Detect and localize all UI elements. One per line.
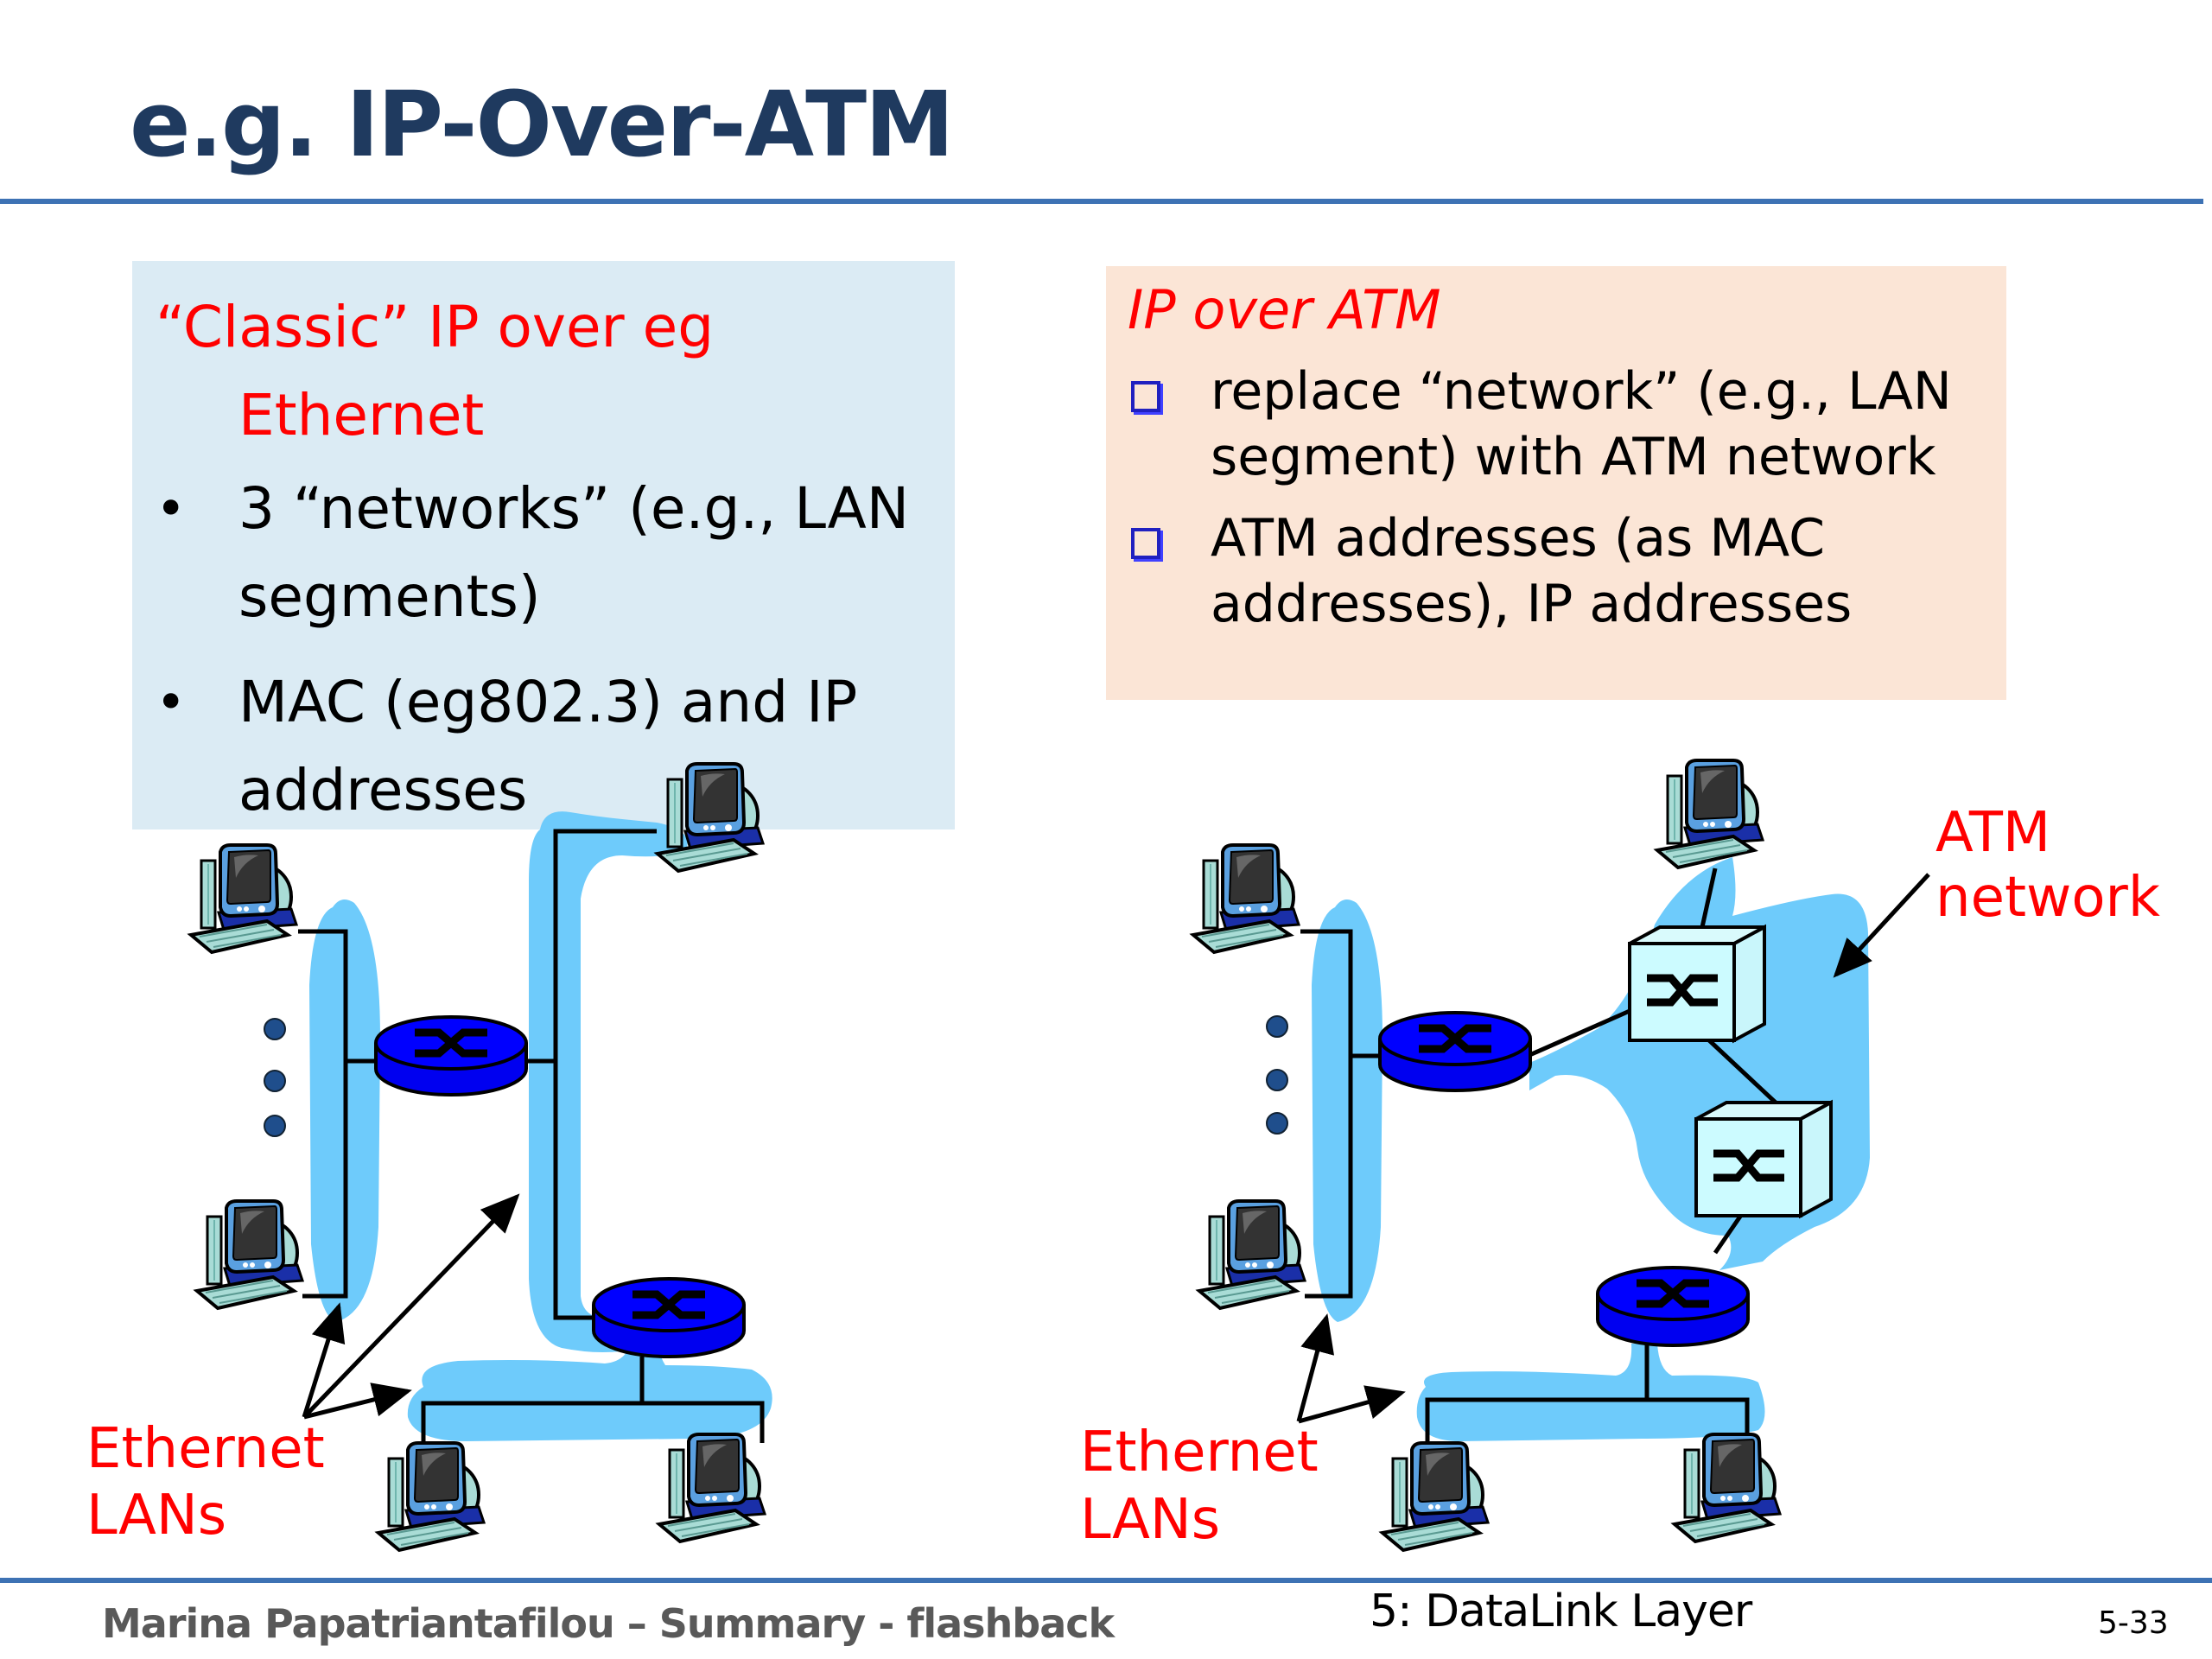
lan-segment-highlight	[407, 1335, 772, 1441]
ip-over-atm-bullets: replace “network” (e.g., LAN segment) wi…	[1128, 359, 2023, 652]
bullet-item: ATM addresses (as MAC addresses), IP add…	[1128, 505, 2023, 637]
bullet-item: replace “network” (e.g., LAN segment) wi…	[1128, 359, 2023, 490]
heading-line: Ethernet	[238, 382, 485, 448]
host-computer-icon	[1198, 1199, 1306, 1310]
bullet-item: • MAC (eg802.3) and IP addresses	[156, 658, 947, 835]
router-icon	[594, 1279, 744, 1357]
bullet-text: MAC (eg802.3) and IP addresses	[238, 669, 858, 823]
classic-ip-bullets: • 3 “networks” (e.g., LAN segments) • MA…	[156, 465, 947, 852]
page-number: 5-33	[2098, 1605, 2169, 1641]
lan-wire	[1425, 1397, 1750, 1452]
bullet-dot-icon: •	[156, 672, 187, 733]
host-computer-icon	[1192, 843, 1300, 954]
host-computer-icon	[1673, 1433, 1782, 1543]
pointer-arrow	[1298, 1385, 1406, 1424]
footer-divider	[0, 1578, 2212, 1583]
bullet-text: replace “network” (e.g., LAN segment) wi…	[1211, 361, 1952, 487]
ethernet-lans-label: Ethernet	[86, 1417, 325, 1481]
router-icon	[376, 1017, 526, 1095]
host-computer-icon	[1381, 1441, 1490, 1552]
atm-network-label: ATM	[1936, 801, 2050, 865]
ip-over-atm-heading: IP over ATM	[1128, 278, 1441, 341]
host-computer-icon	[189, 843, 298, 954]
more-hosts-dot	[1266, 1112, 1288, 1135]
classic-ip-box	[132, 261, 955, 830]
bullet-text: ATM addresses (as MAC addresses), IP add…	[1211, 508, 1853, 634]
pointer-arrow	[1296, 1313, 1335, 1422]
host-computer-icon	[377, 1441, 486, 1552]
atm-switch-icon	[1696, 1103, 1831, 1216]
lan-segment-highlight	[1416, 1344, 1765, 1441]
host-computer-icon	[658, 1433, 766, 1543]
more-hosts-dot	[264, 1070, 286, 1092]
pointer-arrow	[1833, 873, 1930, 978]
classic-ip-heading: “Classic” IP over eg Ethernet	[156, 283, 714, 460]
atm-switch-icon	[1630, 927, 1764, 1040]
lan-wire	[553, 829, 657, 1320]
host-computer-icon	[1656, 759, 1764, 869]
footer-author: Marina Papatriantafilou – Summary - flas…	[102, 1600, 1115, 1647]
pointer-arrow	[302, 1302, 346, 1418]
lan-wire	[421, 1401, 765, 1452]
title-divider	[0, 199, 2203, 204]
square-bullet-icon	[1131, 528, 1160, 559]
slide-title: e.g. IP-Over-ATM	[130, 72, 954, 177]
more-hosts-dot	[264, 1018, 286, 1040]
more-hosts-dot	[264, 1115, 286, 1137]
ip-over-atm-box	[1106, 266, 2006, 700]
heading-line: “Classic” IP over eg	[156, 294, 715, 360]
atm-link	[1526, 1008, 1631, 1058]
more-hosts-dot	[1266, 1069, 1288, 1091]
bullet-text: 3 “networks” (e.g., LAN segments)	[238, 475, 910, 630]
router-icon	[1380, 1013, 1530, 1090]
atm-link	[1700, 868, 1718, 928]
pointer-arrow	[302, 1193, 520, 1419]
footer-chapter: 5: DataLink Layer	[1370, 1586, 1752, 1637]
right-network-diagram: Ethernet LANs ATM network	[1080, 759, 2160, 1552]
ethernet-lans-label: Ethernet	[1080, 1421, 1319, 1484]
more-hosts-dot	[1266, 1015, 1288, 1038]
lan-wire	[1300, 929, 1353, 1299]
ethernet-lans-label: LANs	[1080, 1488, 1220, 1552]
square-bullet-icon	[1131, 381, 1160, 412]
bullet-item: • 3 “networks” (e.g., LAN segments)	[156, 465, 947, 641]
router-icon	[1598, 1268, 1748, 1345]
ethernet-lans-label: LANs	[86, 1484, 226, 1548]
atm-network-label: network	[1936, 866, 2160, 930]
lan-segment-highlight	[1312, 899, 1382, 1322]
bullet-dot-icon: •	[156, 479, 187, 539]
host-computer-icon	[195, 1199, 304, 1310]
lan-wire	[298, 929, 348, 1299]
atm-link	[1707, 1039, 1777, 1104]
left-network-diagram: Ethernet LANs	[86, 762, 772, 1552]
lan-segment-highlight	[529, 811, 688, 1352]
pointer-arrow	[303, 1382, 412, 1420]
